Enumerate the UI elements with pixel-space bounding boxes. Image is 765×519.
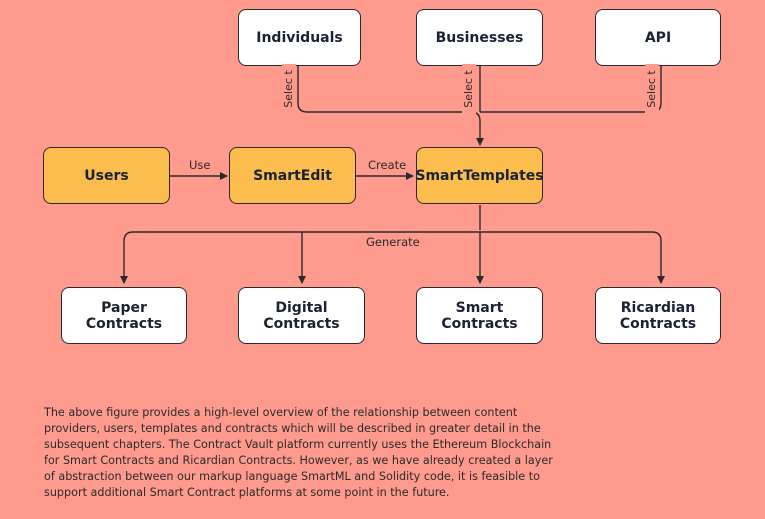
edge-label-use: Use xyxy=(189,158,211,172)
node-individuals: Individuals xyxy=(238,9,361,66)
edge-label-create: Create xyxy=(368,158,407,172)
node-api-label: API xyxy=(644,29,672,46)
edge-generate-paper xyxy=(120,231,480,284)
node-paper-label-1: Paper xyxy=(101,299,147,316)
node-digital-label-1: Digital xyxy=(275,299,328,316)
edge-label-select-3: Selec t xyxy=(645,64,659,114)
node-smarttemplates-label: SmartTemplates xyxy=(415,167,544,184)
node-ricardian-contracts: Ricardian Contracts xyxy=(595,287,721,344)
node-smart-label-2: Contracts xyxy=(441,315,518,332)
edge-label-select-2: Selec t xyxy=(462,64,476,114)
node-paper-label-2: Contracts xyxy=(85,315,163,332)
node-ricardian-label-2: Contracts xyxy=(619,315,697,332)
node-digital-contracts: Digital Contracts xyxy=(238,287,365,344)
node-smart-label-1: Smart xyxy=(455,299,504,316)
edge-label-generate: Generate xyxy=(366,235,420,249)
node-businesses: Businesses xyxy=(416,9,543,66)
node-individuals-label: Individuals xyxy=(256,29,343,46)
node-api: API xyxy=(595,9,721,66)
node-smarttemplates: SmartTemplates xyxy=(415,147,544,204)
edge-individuals-select xyxy=(297,66,484,146)
node-ricardian-label-1: Ricardian xyxy=(620,299,696,316)
node-smart-contracts: Smart Contracts xyxy=(416,287,543,344)
node-users: Users xyxy=(43,147,170,204)
edge-generate-ricardian xyxy=(480,231,665,284)
node-smartedit: SmartEdit xyxy=(229,147,356,204)
edge-label-select-1: Selec t xyxy=(282,64,296,114)
node-paper-contracts: Paper Contracts xyxy=(61,287,187,344)
description-paragraph: The above figure provides a high-level o… xyxy=(44,406,553,499)
node-digital-label-2: Contracts xyxy=(263,315,340,332)
node-users-label: Users xyxy=(84,167,129,184)
edge-api-select xyxy=(480,66,662,113)
node-smartedit-label: SmartEdit xyxy=(253,167,332,184)
node-businesses-label: Businesses xyxy=(435,29,524,46)
